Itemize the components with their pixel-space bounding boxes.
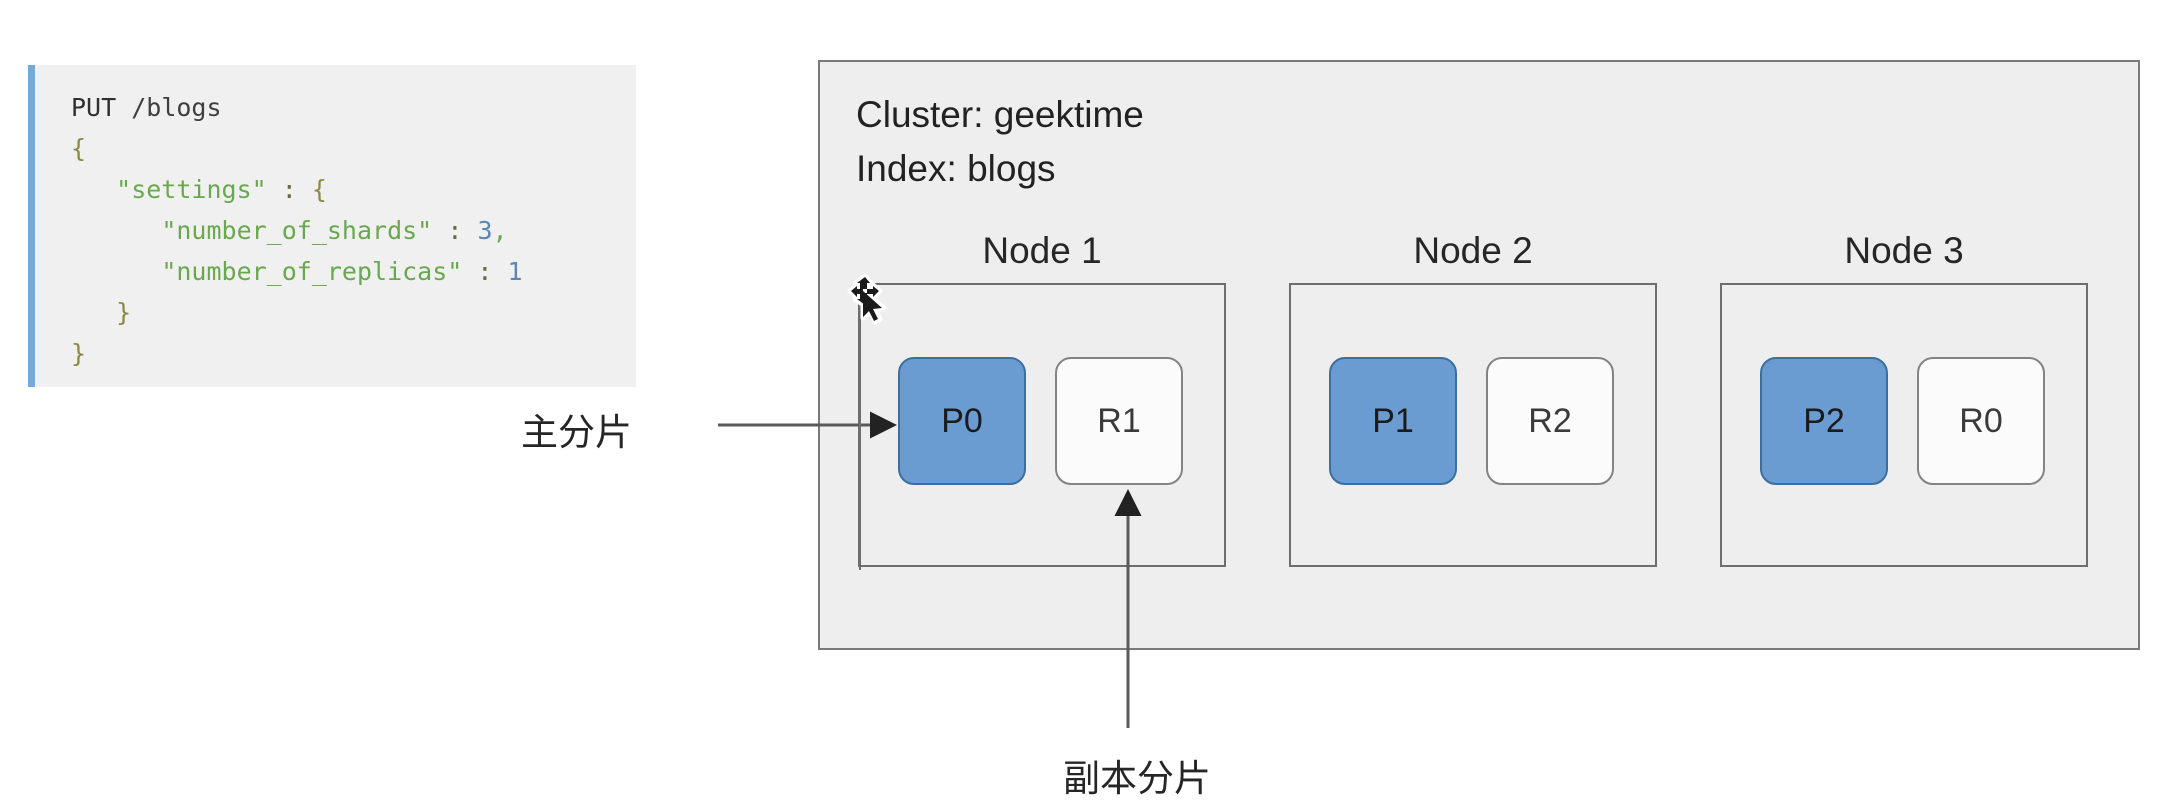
settings-open-brace: { [311, 175, 327, 204]
replicas-colon: : [477, 257, 493, 286]
move-cursor-icon [847, 274, 887, 325]
settings-colon: : [281, 175, 297, 204]
http-method: PUT [71, 93, 117, 122]
json-open-brace: { [71, 134, 87, 163]
http-path: /blogs [131, 93, 222, 122]
number-of-replicas-key: "number_of_replicas" [161, 257, 463, 286]
shard-p1[interactable]: P1 [1329, 357, 1457, 485]
replica-shard-label: 副本分片 [1063, 758, 1211, 799]
json-close-brace: } [71, 339, 87, 368]
shard-p0[interactable]: P0 [898, 357, 1026, 485]
number-of-shards-value: 3 [477, 216, 493, 245]
settings-close-brace: } [116, 298, 132, 327]
shard-r2[interactable]: R2 [1486, 357, 1614, 485]
number-of-replicas-value: 1 [507, 257, 523, 286]
shard-r0[interactable]: R0 [1917, 357, 2045, 485]
request-code-text: PUT /blogs { "settings" : { "number_of_s… [35, 65, 636, 374]
primary-shard-label: 主分片 [521, 412, 632, 453]
shards-colon: : [447, 216, 463, 245]
number-of-shards-key: "number_of_shards" [161, 216, 433, 245]
request-code-panel: PUT /blogs { "settings" : { "number_of_s… [28, 65, 636, 387]
cluster-name-line: Cluster: geektime [856, 94, 1144, 135]
node-2-title: Node 2 [1413, 230, 1533, 271]
settings-key: "settings" [116, 175, 267, 204]
node-3-title: Node 3 [1844, 230, 1964, 271]
shard-p2[interactable]: P2 [1760, 357, 1888, 485]
shards-comma: , [492, 216, 508, 245]
node-1-title: Node 1 [982, 230, 1102, 271]
index-name-line: Index: blogs [856, 148, 1056, 189]
cluster-metadata: Cluster: geektime Index: blogs [856, 88, 1144, 196]
shard-r1[interactable]: R1 [1055, 357, 1183, 485]
